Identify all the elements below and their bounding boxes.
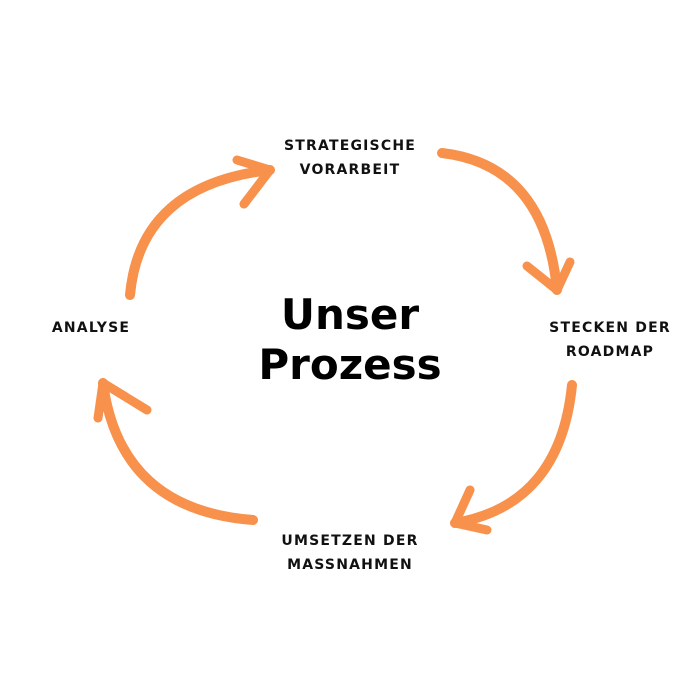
title-line: Unser	[280, 290, 420, 339]
step-label-line: STRATEGISCHE	[283, 138, 416, 154]
step-umsetzen-der-massnahmen: UMSETZEN DER MASSNAHMEN	[270, 529, 430, 577]
step-label-line: UMSETZEN DER	[281, 533, 419, 549]
step-strategische-vorarbeit: STRATEGISCHE VORARBEIT	[275, 134, 425, 182]
step-stecken-der-roadmap: STECKEN DER ROADMAP	[535, 316, 685, 364]
diagram-title: Unser Prozess	[200, 290, 500, 390]
step-label-line: STECKEN DER	[549, 320, 671, 336]
arrow-massnahmen-to-analyse	[93, 378, 258, 525]
step-analyse: ANALYSE	[40, 316, 142, 340]
step-label-line: VORARBEIT	[299, 162, 401, 178]
title-line: Prozess	[258, 340, 442, 389]
arrow-analyse-to-strategische	[125, 155, 275, 300]
step-label-line: MASSNAHMEN	[287, 557, 413, 573]
arrow-roadmap-to-massnahmen	[450, 380, 577, 535]
arrow-strategische-to-roadmap	[437, 148, 575, 295]
step-label-line: ANALYSE	[51, 320, 131, 336]
step-label-line: ROADMAP	[565, 344, 655, 360]
